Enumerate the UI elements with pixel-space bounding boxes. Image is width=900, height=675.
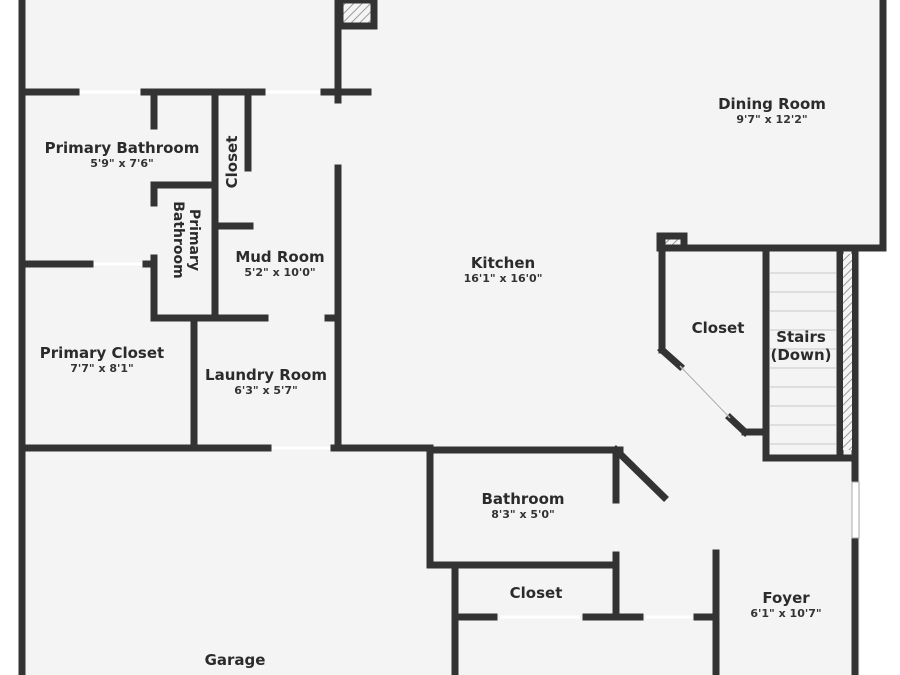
room-name: Primary Bathroom [170, 201, 202, 279]
window-foyer [851, 481, 860, 539]
room-foyer: Foyer 6'1" x 10'7" [750, 589, 821, 621]
room-dims: 9'7" x 12'2" [736, 113, 808, 126]
room-primary-bathroom-2: Primary Bathroom [170, 200, 202, 280]
room-dims: 5'2" x 10'0" [244, 266, 316, 279]
room-name: Laundry Room [205, 366, 327, 384]
room-kitchen: Kitchen 16'1" x 16'0" [464, 254, 543, 286]
room-dims: 6'1" x 10'7" [750, 607, 822, 620]
room-closet-vertical: Closet [223, 136, 241, 189]
room-mud-room: Mud Room 5'2" x 10'0" [235, 248, 324, 280]
closet-door [679, 365, 731, 419]
room-name: Primary Closet [39, 344, 165, 362]
room-primary-bathroom: Primary Bathroom 5'9" x 7'6" [45, 139, 200, 171]
room-dims: 16'1" x 16'0" [463, 272, 543, 285]
stair-treads [770, 272, 836, 445]
room-dims: 8'3" x 5'0" [491, 508, 555, 521]
room-name: Closet [509, 584, 563, 602]
walls [18, 0, 887, 675]
room-dims: 5'9" x 7'6" [90, 157, 154, 170]
room-name: Mud Room [235, 248, 325, 266]
room-dining-room: Dining Room 9'7" x 12'2" [718, 95, 826, 127]
room-name: Foyer [762, 589, 810, 607]
room-name: Dining Room [718, 95, 826, 113]
room-name: Bathroom [481, 490, 565, 508]
room-subtitle: (Down) [770, 346, 832, 364]
room-name: Closet [691, 319, 745, 337]
stair-rail [843, 254, 852, 450]
room-dims: 7'7" x 8'1" [70, 362, 134, 375]
room-laundry-room: Laundry Room 6'3" x 5'7" [205, 366, 327, 398]
room-name: Primary Bathroom [44, 139, 200, 157]
room-garage: Garage [205, 651, 266, 669]
room-bathroom: Bathroom 8'3" x 5'0" [481, 490, 564, 522]
room-name: Stairs [776, 328, 826, 346]
room-primary-closet: Primary Closet 7'7" x 8'1" [40, 344, 164, 376]
room-name: Closet [223, 135, 241, 189]
room-closet-lower: Closet [510, 584, 563, 602]
room-dims: 6'3" x 5'7" [234, 384, 298, 397]
room-name: Kitchen [470, 254, 536, 272]
room-stairs: Stairs (Down) [770, 328, 831, 364]
room-name: Garage [204, 651, 266, 669]
room-closet-hall: Closet [692, 319, 745, 337]
